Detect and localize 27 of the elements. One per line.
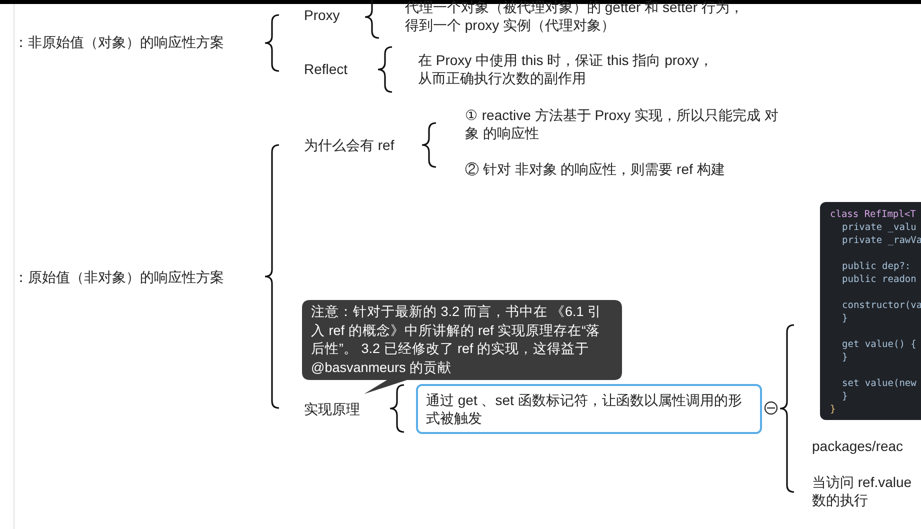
topic-text: 代理一个对象（被代理对象）的 getter 和 setter 行为，得到一个 proxy 实例（代理对象） bbox=[405, 0, 745, 34]
topic-text: ：非原始值（对象）的响应性方案 bbox=[14, 33, 254, 51]
code-line: } bbox=[841, 351, 848, 364]
topic-text: packages/reac bbox=[812, 437, 921, 455]
code-line: } bbox=[841, 312, 848, 325]
topic-text: 在 Proxy 中使用 this 时，保证 this 指向 proxy，从而正确执行次数的副作用 bbox=[418, 51, 718, 87]
topic-text: Proxy bbox=[304, 6, 364, 24]
code-line: constructor(va bbox=[841, 299, 921, 312]
topic-text: 当访问 ref.value数的执行 bbox=[812, 473, 921, 509]
code-line: public dep?: bbox=[841, 260, 911, 273]
code-line: private _rawVa bbox=[841, 234, 921, 247]
code-line: class RefImpl<T bbox=[830, 208, 916, 221]
topic-box: 通过 get 、set 函数标记符，让函数以属性调用的形式被触发 bbox=[416, 384, 762, 434]
code-panel bbox=[820, 202, 921, 420]
topic-text: ：原始值（非对象）的响应性方案 bbox=[14, 268, 254, 286]
code-line: public readon bbox=[841, 273, 916, 286]
topic-text: ② 针对 非对象 的响应性，则需要 ref 构建 bbox=[465, 160, 795, 178]
code-line: private _valu bbox=[841, 221, 916, 234]
code-line: } bbox=[830, 403, 836, 416]
topic-text: 实现原理 bbox=[304, 400, 384, 418]
code-line: set value(new bbox=[841, 377, 916, 390]
topic-text: ① reactive 方法基于 Proxy 实现，所以只能完成 对象 的响应性 bbox=[465, 106, 787, 142]
topic-text: Reflect bbox=[304, 60, 374, 78]
code-line: get value() { bbox=[841, 338, 916, 351]
note-callout: 注意：针对于最新的 3.2 而言，书中在 《6.1 引入 ref 的概念》中所讲解的 ref 实现原理存在“落后性”。 3.2 已经修改了 ref 的实现，这得益于 @basvanmeurs 的贡献 bbox=[302, 300, 622, 394]
code-line: } bbox=[841, 390, 848, 403]
topic-text: 为什么会有 ref bbox=[304, 136, 419, 154]
